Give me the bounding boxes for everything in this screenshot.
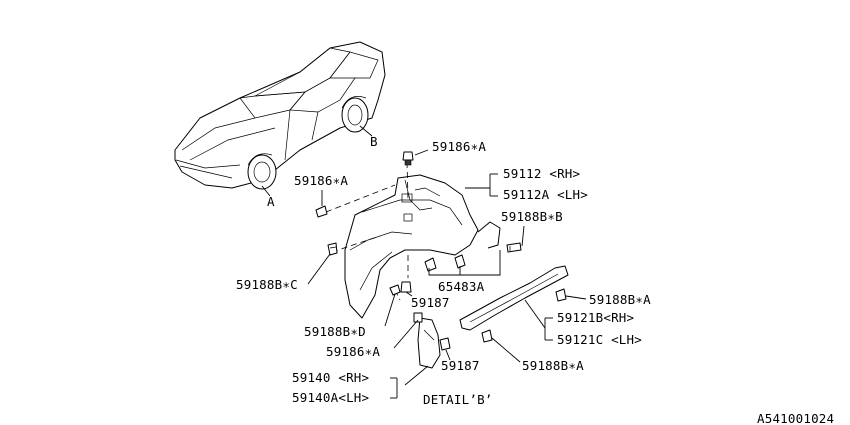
label-59140-rh: 59140 <RH> (292, 370, 369, 385)
part-labels: A B 59186∗A 59112 <RH> 59112A <LH> 59186… (236, 134, 834, 425)
label-59186a-lower: 59186∗A (326, 344, 380, 359)
label-a: A (267, 194, 275, 209)
detail-b (413, 265, 569, 369)
label-59187-upper: 59187 (411, 295, 450, 310)
label-59188b-c: 59188B∗C (236, 277, 298, 292)
label-59188b-b: 59188B∗B (501, 209, 563, 224)
label-59121c-lh: 59121C <LH> (557, 332, 642, 347)
label-59186a-top: 59186∗A (432, 139, 486, 154)
label-59140a-lh: 59140A<LH> (292, 390, 369, 405)
label-59187-lower: 59187 (441, 358, 480, 373)
label-59121b-rh: 59121B<RH> (557, 310, 634, 325)
label-59186a-left: 59186∗A (294, 173, 348, 188)
label-59112a-lh: 59112A <LH> (503, 187, 588, 202)
fasteners (315, 151, 522, 296)
fender-liner (344, 174, 501, 319)
diagram-code: A541001024 (757, 411, 834, 425)
label-59188b-a-upper: 59188B∗A (589, 292, 651, 307)
leader-lines (307, 149, 587, 399)
label-59188b-a-lower: 59188B∗A (522, 358, 584, 373)
label-59188b-d: 59188B∗D (304, 324, 366, 339)
label-59112-rh: 59112 <RH> (503, 166, 580, 181)
car-illustration (174, 41, 386, 197)
label-65483a: 65483A (438, 279, 485, 294)
label-b: B (370, 134, 378, 149)
label-detail-b: DETAIL’B’ (423, 392, 493, 407)
